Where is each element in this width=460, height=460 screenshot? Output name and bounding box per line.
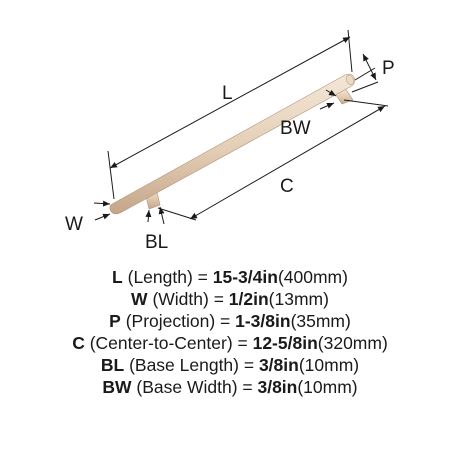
center-to-center-dimension-line (189, 105, 386, 220)
spec-symbol: C (72, 333, 85, 353)
spec-length: L (Length) = 15-3/4in(400mm) (0, 266, 460, 288)
spec-imperial-value: 1-3/8in (235, 311, 291, 331)
spec-imperial-value: 15-3/4in (212, 267, 278, 287)
spec-description: (Length) = (122, 267, 213, 287)
spec-imperial-value: 3/8in (257, 377, 298, 397)
spec-metric-value: (10mm) (298, 355, 360, 375)
spec-symbol: BW (102, 377, 132, 397)
spec-metric-value: (13mm) (268, 289, 329, 309)
center-to-center-label: C (280, 176, 294, 197)
spec-description: (Center-to-Center) = (84, 333, 253, 353)
spec-metric-value: (35mm) (290, 311, 351, 331)
projection-label: P (382, 58, 395, 79)
base-width-arrow-bottom (319, 102, 335, 110)
spec-symbol: BL (100, 355, 125, 375)
spec-symbol: L (112, 267, 123, 287)
length-dimension-line (109, 36, 351, 169)
spec-description: (Base Length) = (124, 355, 259, 375)
base-width-label: BW (280, 118, 311, 139)
base-length-arrow-left (145, 209, 152, 223)
spec-imperial-value: 1/2in (228, 289, 269, 309)
spec-base-width: BW (Base Width) = 3/8in(10mm) (0, 376, 460, 398)
spec-metric-value: (10mm) (297, 377, 358, 397)
spec-width: W (Width) = 1/2in(13mm) (0, 288, 460, 310)
width-label: W (65, 214, 83, 235)
width-arrow-top (93, 200, 111, 207)
spec-base-length: BL (Base Length) = 3/8in(10mm) (0, 354, 460, 376)
spec-imperial-value: 3/8in (258, 355, 299, 375)
spec-description: (Width) = (147, 289, 229, 309)
base-length-arrow-right (158, 206, 165, 225)
spec-metric-value: (320mm) (317, 333, 388, 353)
spec-description: (Base Width) = (131, 377, 258, 397)
spec-imperial-value: 12-5/8in (252, 333, 318, 353)
spec-description: (Projection) = (120, 311, 236, 331)
dimension-spec-list: L (Length) = 15-3/4in(400mm) W (Width) =… (0, 266, 460, 398)
length-label: L (222, 83, 233, 104)
width-arrow-bottom (94, 213, 111, 221)
spec-symbol: P (109, 311, 121, 331)
base-length-label: BL (145, 232, 168, 250)
base-width-arrow-top (325, 89, 337, 97)
spec-symbol: W (131, 289, 148, 309)
spec-metric-value: (400mm) (277, 267, 348, 287)
projection-dimension-line (362, 53, 377, 81)
handle-dimension-diagram: L P BW C W BL (65, 29, 395, 250)
spec-projection: P (Projection) = 1-3/8in(35mm) (0, 310, 460, 332)
spec-center-to-center: C (Center-to-Center) = 12-5/8in(320mm) (0, 332, 460, 354)
